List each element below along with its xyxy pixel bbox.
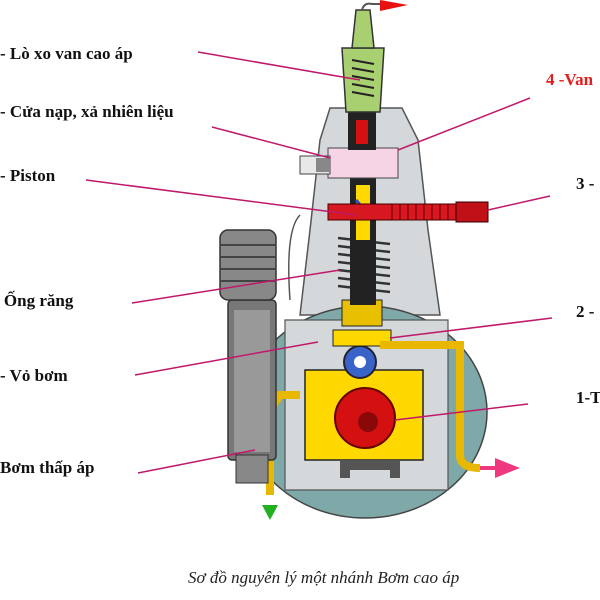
fuel-line — [288, 214, 301, 301]
label-3: 3 - — [576, 174, 595, 193]
label-cua-nap: - Cửa nạp, xả nhiên liệu — [0, 102, 174, 121]
delivery-valve-block — [327, 147, 399, 179]
valve-spring — [351, 59, 375, 97]
cam-hub — [358, 412, 378, 432]
base-bracket — [340, 460, 400, 478]
roller-hub — [354, 356, 366, 368]
feed-pipe — [380, 341, 481, 472]
label-2: 2 - — [576, 302, 595, 321]
label-van: 4 -Van — [546, 70, 594, 89]
label-vo-bom: - Vỏ bơm — [0, 366, 68, 385]
label-bom-thap-ap: Bơm thấp áp — [0, 458, 95, 477]
outlet-arrow — [380, 0, 408, 11]
label-piston: - Piston — [0, 166, 56, 185]
spring-holder — [341, 47, 385, 113]
inlet-arrow — [495, 458, 520, 478]
label-1: 1-T — [576, 388, 600, 407]
label-lo-xo-van: - Lò xo van cao áp — [0, 44, 133, 63]
drain-arrow — [262, 505, 278, 520]
leader-lines — [85, 51, 553, 474]
outlet-nipple — [351, 9, 375, 49]
label-ong-rang: - Ống răng — [0, 291, 74, 310]
diagram-caption: Sơ đồ nguyên lý một nhánh Bơm cao áp — [188, 568, 460, 587]
